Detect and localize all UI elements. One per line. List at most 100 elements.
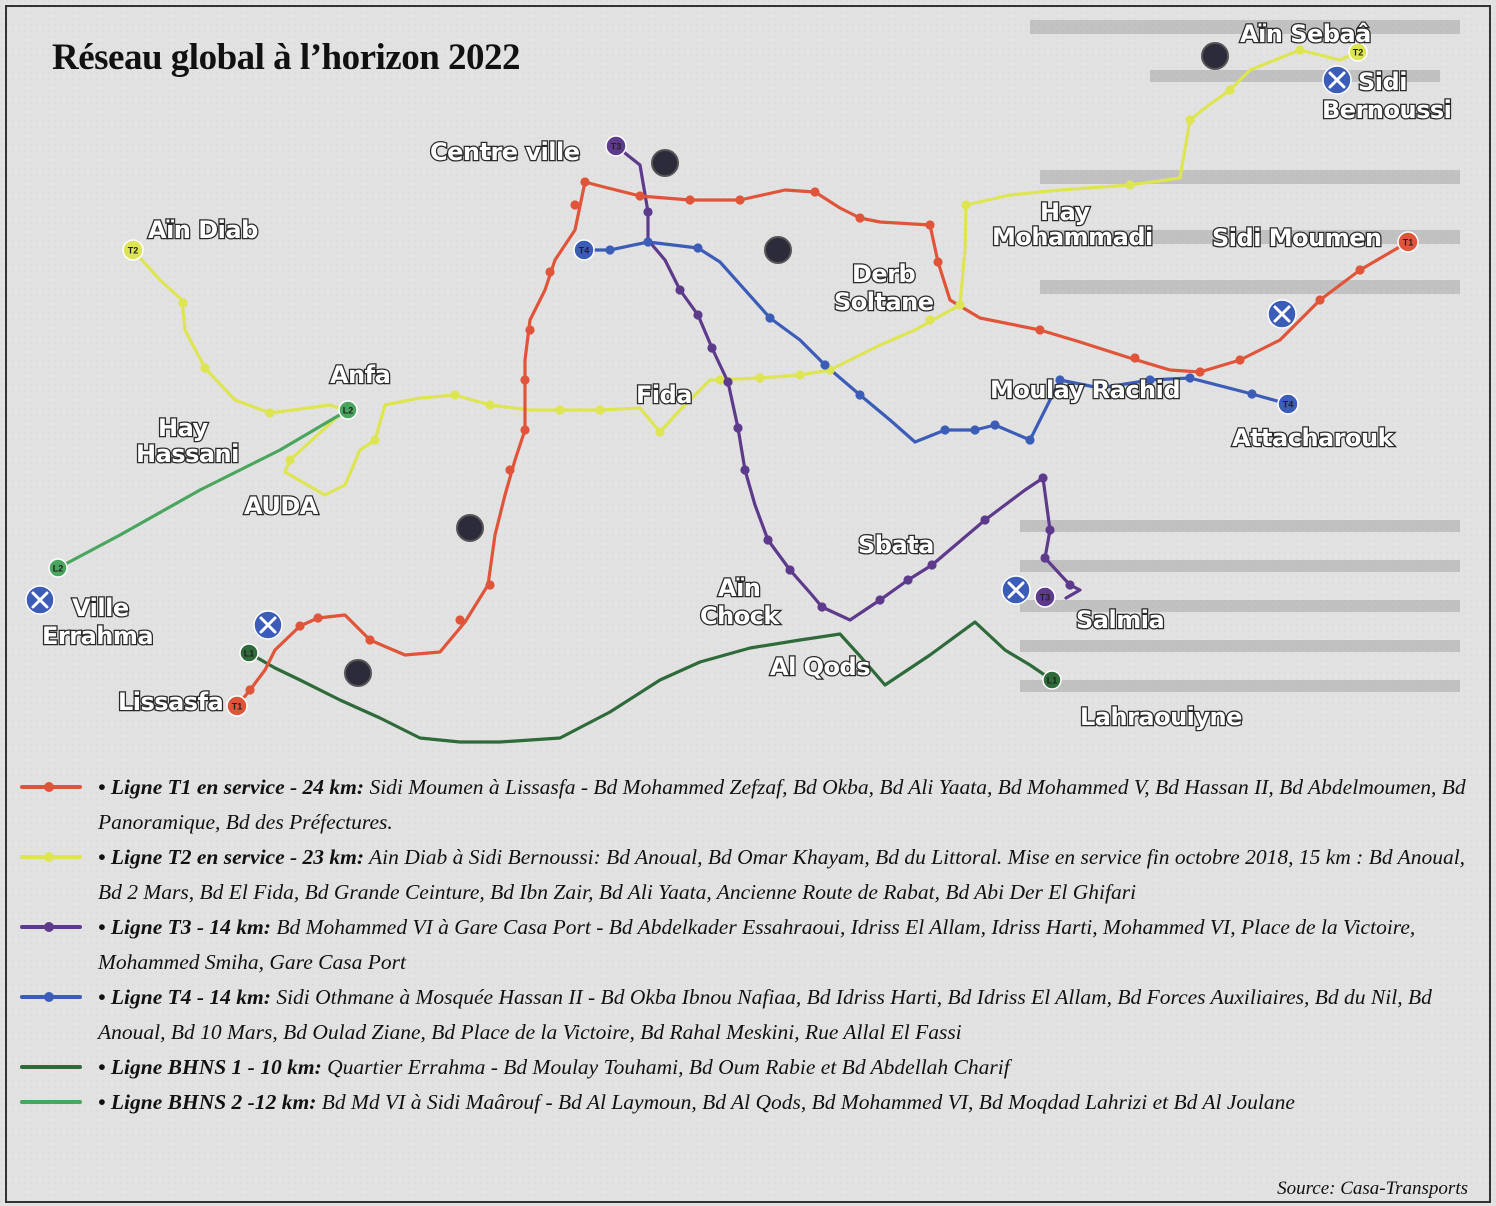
legend-row: • Ligne T4 - 14 km: Sidi Othmane à Mosqu… <box>18 980 1478 1050</box>
legend-row: • Ligne T3 - 14 km: Bd Mohammed VI à Gar… <box>18 910 1478 980</box>
station-t4 <box>605 245 615 255</box>
legend-text: • Ligne T3 - 14 km: Bd Mohammed VI à Gar… <box>98 910 1478 980</box>
place-label-anfa: Anfa <box>330 361 390 389</box>
station-t1 <box>485 580 495 590</box>
station-t2 <box>450 390 460 400</box>
legend-row: • Ligne T1 en service - 24 km: Sidi Moum… <box>18 770 1478 840</box>
tram-lines <box>56 48 1410 744</box>
badge-circle <box>48 558 68 578</box>
station-t1 <box>685 195 695 205</box>
legend-line-name: • Ligne T4 - 14 km: <box>98 985 271 1009</box>
place-label-sidi-bernoussi-2: Bernoussi <box>1322 96 1451 124</box>
place-label-hay-hassani-1: Hay <box>158 414 209 442</box>
legend-line-description: Bd Md VI à Sidi Maârouf - Bd Al Laymoun,… <box>316 1090 1295 1114</box>
pole-marker <box>1201 42 1229 70</box>
place-label-auda: AUDA <box>244 492 319 520</box>
maintenance-center-icon <box>253 610 283 640</box>
terminus-badge-t3: T3 <box>1034 586 1056 608</box>
badge-text: T3 <box>1040 593 1051 603</box>
badge-circle <box>573 239 595 261</box>
maintenance-center-icon <box>25 585 55 615</box>
terminus-badge-t3: T3 <box>605 135 627 157</box>
terminus-badge-t1: T1 <box>1397 231 1419 253</box>
legend-line-name: • Ligne BHNS 2 -12 km: <box>98 1090 317 1114</box>
badge-text: T2 <box>128 246 139 256</box>
terminus-badge-bhns2: L2 <box>48 558 68 578</box>
badge-text: T1 <box>1403 238 1414 248</box>
legend-row: • Ligne T2 en service - 23 km: Ain Diab … <box>18 840 1478 910</box>
station-t4 <box>970 425 980 435</box>
legend-row: • Ligne BHNS 2 -12 km: Bd Md VI à Sidi M… <box>18 1085 1478 1120</box>
legend-line-description: Sidi Moumen à Lissasfa - Bd Mohammed Zef… <box>98 775 1466 834</box>
place-label-ain-chock-1: Aïn <box>718 574 760 602</box>
pole-marker <box>456 514 484 542</box>
legend-text: • Ligne BHNS 2 -12 km: Bd Md VI à Sidi M… <box>98 1085 1478 1120</box>
station-t2 <box>1185 115 1195 125</box>
badge-text: T2 <box>1353 48 1364 58</box>
legend-line-name: • Ligne BHNS 1 - 10 km: <box>98 1055 322 1079</box>
place-label-ain-sebaa: Aïn Sebaâ <box>1240 20 1371 48</box>
line-t4 <box>582 240 1290 444</box>
station-t1 <box>520 375 530 385</box>
station-t2 <box>285 455 295 465</box>
station-t4 <box>1145 375 1155 385</box>
place-label-ville-errahma-2: Errahma <box>42 622 153 650</box>
station-t2 <box>485 400 495 410</box>
station-t2 <box>1125 180 1135 190</box>
station-t1 <box>933 257 943 267</box>
station-t3 <box>927 560 937 570</box>
station-t2 <box>370 435 380 445</box>
station-t3 <box>693 310 703 320</box>
station-t2 <box>265 408 275 418</box>
terminus-badge-t1: T1 <box>226 695 248 717</box>
terminus-badge-t4: T4 <box>1277 393 1299 415</box>
icon-glyph <box>259 616 277 634</box>
legend-text: • Ligne T4 - 14 km: Sidi Othmane à Mosqu… <box>98 980 1478 1050</box>
station-t3 <box>740 465 750 475</box>
station-t1 <box>520 425 530 435</box>
station-t4 <box>990 420 1000 430</box>
badge-circle <box>1034 586 1056 608</box>
station-t2 <box>555 405 565 415</box>
terminus-badge-t4: T4 <box>573 239 595 261</box>
station-t1 <box>735 195 745 205</box>
place-label-salmia: Salmia <box>1076 606 1164 634</box>
legend-line-name: • Ligne T3 - 14 km: <box>98 915 271 939</box>
legend-line-name: • Ligne T1 en service - 24 km: <box>98 775 365 799</box>
maintenance-center-icon <box>1267 299 1297 329</box>
badge-circle <box>122 239 144 261</box>
station-t3 <box>675 285 685 295</box>
place-label-fida: Fida <box>636 381 692 409</box>
station-t2 <box>655 427 665 437</box>
badge-circle <box>1277 393 1299 415</box>
terminus-badge-bhns1: L1 <box>1042 670 1062 690</box>
station-t1 <box>365 635 375 645</box>
station-t1 <box>1235 355 1245 365</box>
station-t3 <box>903 575 913 585</box>
place-label-hay-hassani-2: Hassani <box>136 440 239 468</box>
legend-text: • Ligne T2 en service - 23 km: Ain Diab … <box>98 840 1478 910</box>
badge-circle <box>226 695 248 717</box>
badge-text: T3 <box>611 142 622 152</box>
station-t3 <box>875 595 885 605</box>
place-label-ville-errahma-1: Ville <box>72 594 129 622</box>
station-t4 <box>855 390 865 400</box>
place-label-sbata: Sbata <box>858 531 934 559</box>
stations <box>178 45 1365 695</box>
station-t2 <box>925 315 935 325</box>
station-t4 <box>643 237 653 247</box>
station-t1 <box>810 187 820 197</box>
station-t1 <box>545 267 555 277</box>
map-title: Réseau global à l’horizon 2022 <box>52 37 521 78</box>
source-note: Source: Casa-Transports <box>1277 1178 1468 1199</box>
station-t1 <box>525 325 535 335</box>
place-label-ain-diab: Aïn Diab <box>148 216 258 244</box>
pole-marker <box>651 149 679 177</box>
place-label-lahraouiyne: Lahraouiyne <box>1080 703 1242 731</box>
place-label-ain-chock-2: Chock <box>700 602 780 630</box>
station-t1 <box>245 685 255 695</box>
station-t1 <box>455 615 465 625</box>
legend-station-dot <box>44 852 54 862</box>
station-t3 <box>1038 473 1048 483</box>
